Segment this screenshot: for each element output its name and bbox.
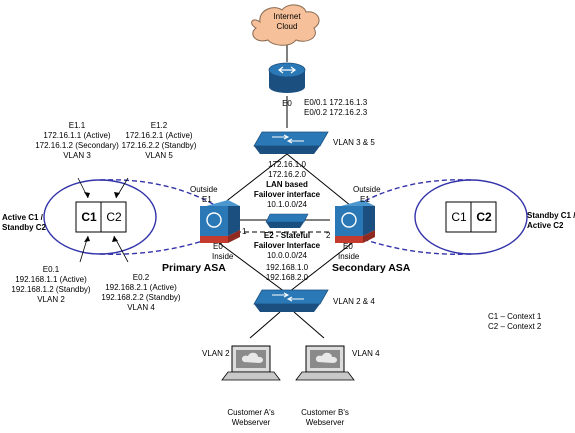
context-groups — [43, 179, 528, 255]
secondary-outside-label: Outside — [353, 185, 381, 194]
lan-failover-title1: LAN based — [266, 180, 308, 189]
primary-e1-label: E1 — [202, 195, 212, 204]
cloud-label-line1: Internet — [273, 12, 301, 21]
stateful-title1: E2 - Stateful — [263, 231, 311, 240]
e02-line2: 192.168.2.2 (Standby) — [101, 293, 181, 302]
bottom-switch-vlan-label: VLAN 2 & 4 — [333, 297, 375, 306]
legend-line2: C2 – Context 2 — [488, 322, 542, 331]
primary-inside-link — [214, 239, 286, 293]
right-leader-bottom — [353, 235, 472, 255]
subinterface-arrowheads — [84, 192, 120, 242]
left-context-box — [75, 201, 127, 233]
router-icon — [268, 62, 306, 93]
primary-inside-label: Inside — [212, 252, 234, 261]
e11-line1: 172.16.1.1 (Active) — [43, 131, 111, 140]
server-a-name1: Customer A's — [227, 408, 275, 417]
e02-line3: VLAN 4 — [127, 303, 155, 312]
top-switch-icon — [253, 131, 329, 154]
primary-asa-icon — [200, 200, 240, 243]
primary-asa-label: Primary ASA — [162, 262, 226, 274]
top-switch-vlan-label: VLAN 3 & 5 — [333, 138, 375, 147]
e12-line3: VLAN 5 — [145, 151, 173, 160]
primary-port-label: 1 — [242, 227, 247, 236]
e01-title: E0.1 — [42, 265, 60, 274]
e01-line3: VLAN 2 — [37, 295, 65, 304]
left-context-c1: C1 — [81, 210, 97, 224]
e01-line2: 192.168.1.2 (Standby) — [11, 285, 91, 294]
switch-server-b-link — [293, 311, 325, 339]
e11-line2: 172.16.1.2 (Secondary) — [35, 141, 119, 150]
switch-server-a-link — [249, 311, 281, 339]
left-role-line2: Standby C2 — [2, 223, 47, 232]
cloud-label-line2: Cloud — [276, 22, 298, 31]
inside-net2-label: 192.168.2.0 — [265, 273, 309, 282]
secondary-inside-link — [288, 239, 357, 293]
lan-failover-title2: Failover interface — [253, 190, 321, 199]
router-interface-label: E0 — [282, 99, 292, 108]
internet-cloud-icon — [251, 4, 320, 46]
e11-title: E1.1 — [68, 121, 86, 130]
e12-line2: 172.16.2.2 (Standby) — [121, 141, 197, 150]
right-role-line2: Active C2 — [527, 221, 564, 230]
e02-line1: 192.168.2.1 (Active) — [105, 283, 177, 292]
secondary-asa-icon — [335, 200, 375, 243]
bottom-switch-icon — [253, 289, 329, 312]
e12-title: E1.2 — [150, 121, 168, 130]
server-b-name1: Customer B's — [301, 408, 349, 417]
secondary-e0-label: E0 — [343, 242, 353, 251]
primary-e0-label: E0 — [213, 242, 223, 251]
secondary-asa-label: Secondary ASA — [332, 262, 411, 274]
e01-line1: 192.168.1.1 (Active) — [15, 275, 87, 284]
left-leader-top — [99, 179, 219, 208]
failover-switch-icon — [265, 213, 309, 228]
server-b-name2: Webserver — [305, 418, 345, 427]
outside-net2-label: 172.16.2.0 — [268, 170, 306, 179]
right-context-box — [445, 201, 497, 233]
right-role-line1: Standby C1 / — [527, 211, 575, 220]
switch-secondary-outside-link — [286, 153, 357, 211]
inside-net1-label: 192.168.1.0 — [265, 263, 309, 272]
secondary-e1-label: E1 — [360, 195, 370, 204]
right-context-c1: C1 — [451, 210, 467, 224]
right-context-c2: C2 — [476, 210, 492, 224]
left-context-c2: C2 — [106, 210, 122, 224]
left-leader-bottom — [99, 235, 219, 255]
e12-line1: 172.16.2.1 (Active) — [125, 131, 193, 140]
secondary-inside-label: Inside — [338, 252, 360, 261]
secondary-port-label: 2 — [326, 231, 331, 240]
left-role-line1: Active C1 / — [2, 213, 43, 222]
primary-outside-label: Outside — [190, 185, 218, 194]
outside-net1-label: 172.16.1.0 — [268, 160, 306, 169]
legend-line1: C1 – Context 1 — [488, 312, 542, 321]
webserver-b-icon — [295, 345, 355, 381]
e11-line3: VLAN 3 — [63, 151, 91, 160]
webserver-a-icon — [221, 345, 281, 381]
stateful-subnet: 10.0.0.0/24 — [266, 251, 308, 260]
server-a-vlan: VLAN 2 — [202, 349, 230, 358]
e02-title: E0.2 — [132, 273, 150, 282]
router-sub2-label: E0/0.2 172.16.2.3 — [304, 108, 368, 117]
router-sub1-label: E0/0.1 172.16.1.3 — [304, 98, 368, 107]
server-a-name2: Webserver — [231, 418, 271, 427]
right-leader-top — [353, 179, 472, 208]
stateful-title2: Failover Interface — [253, 241, 321, 250]
lan-failover-subnet: 10.1.0.0/24 — [266, 200, 308, 209]
server-b-vlan: VLAN 4 — [352, 349, 380, 358]
